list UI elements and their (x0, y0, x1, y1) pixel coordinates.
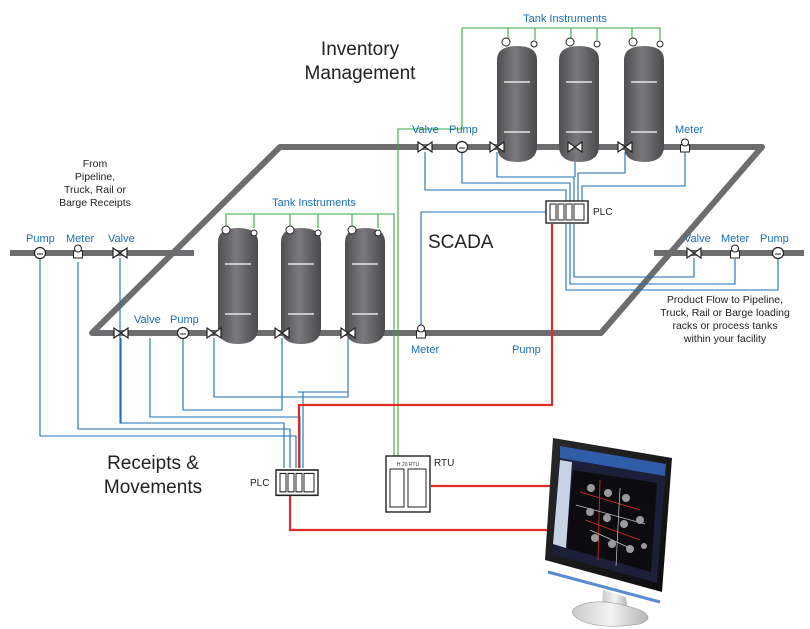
pump-label: Pump (760, 233, 789, 245)
tank-front-1 (217, 227, 259, 345)
meter-icon (73, 244, 83, 259)
meter-icon (416, 324, 426, 339)
valve-icon (686, 247, 702, 259)
meter-label: Meter (675, 124, 704, 136)
red-comm-lines (288, 224, 554, 532)
plc-label: PLC (250, 478, 270, 489)
plc-icon (545, 200, 589, 224)
tank-gauges (221, 37, 664, 237)
pump-icon (771, 246, 785, 260)
meter-icon (680, 138, 690, 153)
pump-icon (455, 140, 469, 154)
tank-front-3 (344, 227, 386, 345)
tank-front-2 (280, 227, 322, 345)
rtu-device-text: H 20 RTU (397, 462, 420, 468)
pump-label: Pump (449, 124, 478, 136)
tank-instruments-label: Tank Instruments (272, 197, 356, 209)
rtu-label: RTU (434, 458, 455, 469)
valve-icon (206, 327, 222, 339)
valve-label: Valve (134, 314, 161, 326)
pump-icon (33, 246, 47, 260)
pump-label: Pump (512, 344, 541, 356)
blue-signal-lines-right (424, 152, 779, 291)
meter-label: Meter (411, 344, 440, 356)
receipts-movements-heading: Receipts & Movements (103, 453, 203, 498)
incoming-source-note: From Pipeline, Truck, Rail or Barge Rece… (59, 158, 131, 209)
plc-label: PLC (593, 207, 613, 218)
valve-label: Valve (412, 124, 439, 136)
plc-icon (275, 469, 319, 497)
monitor-icon (545, 438, 672, 627)
inventory-management-heading: Inventory Management (304, 39, 416, 84)
pump-label: Pump (26, 233, 55, 245)
rtu-icon (385, 455, 431, 513)
valve-icon (112, 247, 128, 259)
valve-icon (417, 141, 433, 153)
pump-label: Pump (170, 314, 199, 326)
meter-label: Meter (66, 233, 95, 245)
valve-label: Valve (684, 233, 711, 245)
valve-label: Valve (108, 233, 135, 245)
valve-icon (113, 327, 129, 339)
scada-heading: SCADA (428, 232, 494, 253)
main-pipeline (89, 144, 765, 336)
product-flow-note: Product Flow to Pipeline, Truck, Rail or… (660, 294, 790, 345)
meter-icon (730, 244, 740, 259)
meter-label: Meter (721, 233, 750, 245)
tank-instruments-label: Tank Instruments (523, 13, 607, 25)
pump-icon (176, 326, 190, 340)
green-instrument-lines (225, 27, 661, 456)
